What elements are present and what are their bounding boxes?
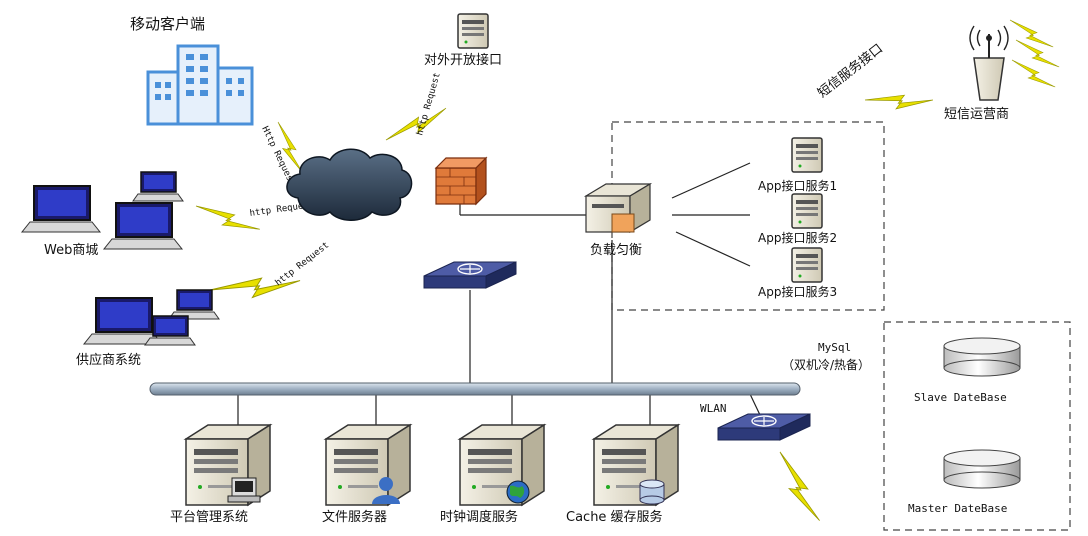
app-service-2-label: App接口服务2	[758, 230, 837, 245]
bolt-icon	[759, 451, 840, 522]
computer-overlay-icon	[227, 477, 261, 503]
sms-operator-label: 短信运营商	[944, 107, 1009, 122]
http-request-label-4: http Request	[274, 240, 331, 288]
app-service-3-label: App接口服务3	[758, 284, 837, 299]
slave-db-label: Slave DateBase	[914, 391, 1007, 404]
network-bus	[149, 382, 801, 396]
file-server-label: 文件服务器	[322, 509, 387, 525]
mobile-client-label: 移动客户端	[130, 15, 205, 33]
master-db-label: Master DateBase	[908, 502, 1007, 515]
app-cluster-frame	[611, 121, 885, 311]
database-frame	[883, 321, 1071, 531]
clock-scheduler-label: 时钟调度服务	[440, 509, 518, 525]
firewall-icon	[434, 156, 488, 206]
load-balancer-icon	[583, 182, 653, 234]
app-server-1-icon	[791, 137, 823, 173]
cache-service-label: Cache 缓存服务	[566, 509, 663, 525]
load-balance-label: 负载匀衡	[590, 243, 642, 258]
open-interface-label: 对外开放接口	[424, 52, 502, 68]
globe-overlay-icon	[506, 480, 530, 504]
bolt-icon	[209, 242, 301, 329]
sms-tower-icon	[969, 25, 1009, 101]
mysql-mode-label: （双机冷/热备）	[782, 358, 870, 372]
web-mall-label: Web商城	[44, 243, 98, 258]
wlan-label: WLAN	[700, 402, 727, 415]
app-service-1-label: App接口服务1	[758, 178, 837, 193]
file-server-icon	[325, 424, 411, 506]
cache-server-icon	[593, 424, 679, 506]
mysql-label: MySql	[818, 341, 851, 354]
bolt-icon	[1009, 19, 1054, 48]
bolt-icon	[385, 89, 447, 159]
slave-database-icon	[943, 337, 1021, 377]
app-server-3-icon	[791, 247, 823, 283]
bolt-icon	[1015, 39, 1060, 68]
cache-db-overlay-icon	[639, 479, 665, 505]
platform-mgmt-label: 平台管理系统	[170, 510, 248, 525]
http-request-label-2: http Request	[415, 72, 443, 137]
bolt-icon	[864, 69, 934, 131]
internet-cloud-icon	[286, 148, 413, 221]
mobile-buildings-icon	[146, 44, 254, 126]
supplier-laptops-icon	[83, 289, 220, 346]
app-server-2-icon	[791, 193, 823, 229]
master-database-icon	[943, 449, 1021, 489]
supplier-system-label: 供应商系统	[76, 352, 141, 368]
bolt-icon	[1011, 59, 1056, 88]
sms-interface-label: 短信服务接口	[815, 41, 886, 102]
platform-server-icon	[185, 424, 271, 506]
web-mall-laptops-icon	[21, 171, 184, 250]
scheduler-server-icon	[459, 424, 545, 506]
core-switch-icon	[423, 261, 517, 289]
network-links	[237, 162, 761, 425]
wlan-switch-icon	[717, 413, 811, 441]
open-interface-server-icon	[457, 13, 489, 49]
user-overlay-icon	[372, 477, 400, 504]
